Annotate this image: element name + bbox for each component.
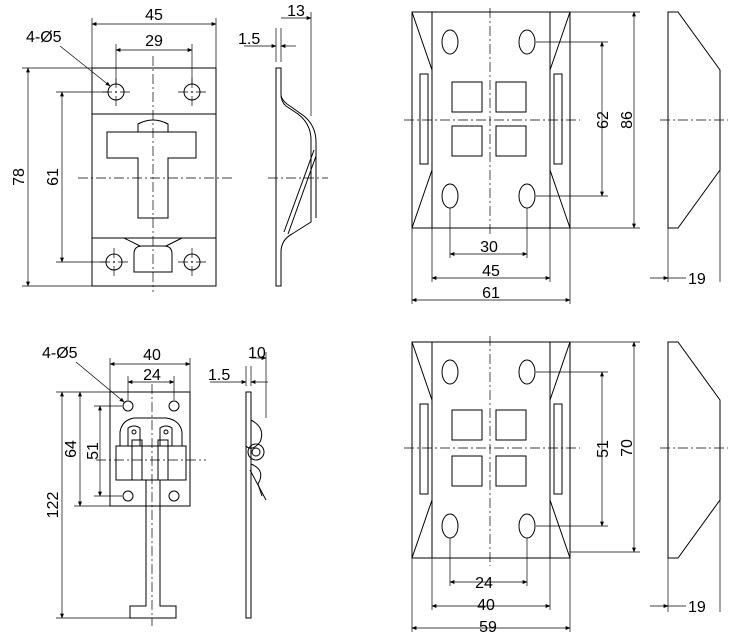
hasp [119,417,183,447]
slot-hole [518,513,536,539]
bracket-outline [411,341,571,559]
slot-hole [518,359,536,385]
dim-hole-spacing-h: 30 [480,239,498,256]
slot-hole [518,183,536,209]
base-plate [109,391,191,507]
dim-hole-spacing-v: 62 [595,111,612,129]
window [451,81,483,113]
slot-hole [441,513,459,539]
mount-hole [122,490,134,502]
window [495,455,527,487]
dim-side-thickness: 1.5 [208,367,230,384]
dim-holes: 4-Ø5 [26,29,62,46]
dim-holes: 4-Ø5 [42,345,78,362]
base-plate [91,67,217,287]
dim-hole-spacing-v: 51 [595,440,612,458]
catch-loop [133,245,173,273]
slot-hole [441,29,459,55]
view-bottom-right-front: 70 51 24 40 59 [404,336,640,636]
view-top-right-front: 86 62 30 45 61 [404,8,640,304]
mount-hole [122,400,134,412]
dim-inner-width: 45 [482,263,500,280]
slot-hole [441,359,459,385]
window [495,81,527,113]
dim-hole-spacing-v: 51 [85,442,102,460]
dim-height: 86 [619,111,636,129]
mount-hole [168,400,180,412]
dim-outer-width: 59 [479,619,497,636]
view-top-left-front: 45 29 4-Ø5 78 61 [11,7,232,292]
window [495,409,527,441]
dim-hole-spacing-h: 24 [475,575,493,592]
view-top-left-side: 13 1.5 [238,3,328,287]
t-bar [129,480,177,619]
dim-side-thickness: 1.5 [238,31,260,48]
view-bottom-left-front: 40 24 4-Ø5 122 64 51 [42,345,206,626]
dim-hole-spacing-v: 61 [45,168,62,186]
dim-hole-spacing-h: 29 [145,33,163,50]
dim-inner-width: 40 [477,597,495,614]
side-profile [275,67,312,287]
window [451,125,483,157]
window [451,409,483,441]
dim-hole-spacing-h: 24 [143,367,161,384]
slot-hole [441,183,459,209]
dim-side-depth: 19 [688,599,706,616]
bracket-side [667,11,721,229]
view-top-right-side: 19 [650,11,728,288]
view-bottom-left-side: 10 1.5 [208,345,268,619]
dim-side-depth: 19 [688,271,706,288]
bracket-side [667,341,721,559]
dim-side-depth: 13 [287,3,305,20]
window [495,125,527,157]
mount-hole [168,490,180,502]
view-bottom-right-side: 19 [650,341,728,616]
dim-width: 45 [145,7,163,24]
dim-plate-height: 64 [63,440,80,458]
dim-width: 40 [143,347,161,364]
dim-total-length: 122 [45,492,62,519]
dim-side-depth: 10 [248,345,266,362]
dim-height: 78 [11,168,28,186]
dim-outer-width: 61 [482,285,500,302]
t-handle [106,131,197,219]
side-profile [245,391,252,619]
dim-height: 70 [619,439,636,457]
slot-hole [518,29,536,55]
window [451,455,483,487]
